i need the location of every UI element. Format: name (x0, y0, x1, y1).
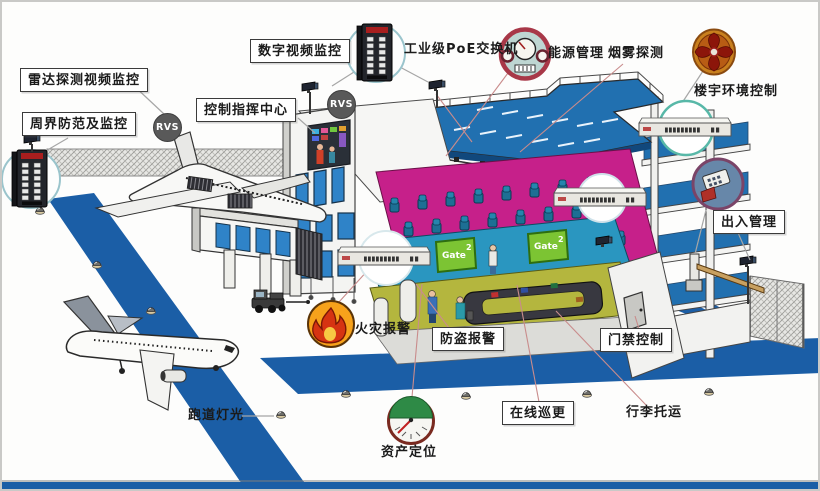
ceiling-sensor-drops (308, 274, 357, 304)
gate-sign-text: Gate (534, 242, 558, 252)
poe-switch-icon (2, 149, 61, 209)
pole-camera (428, 79, 446, 108)
control-room (307, 119, 351, 171)
asset-meter-icon (387, 396, 435, 445)
flame-icon (307, 300, 355, 348)
baggage-belt (463, 281, 604, 325)
label-perimeter-protection: 周界防范及监控 (22, 112, 137, 136)
label-control-command-center: 控制指挥中心 (196, 98, 297, 122)
gate-number-text: 2 (558, 235, 564, 244)
airplane-docked (94, 131, 327, 223)
poe-switch-icon (346, 23, 406, 83)
fan-icon (692, 28, 736, 76)
rvs-badge: RVS (153, 113, 182, 142)
label-baggage-check: 行李托运 (626, 405, 683, 420)
rvs-badge: RVS (327, 90, 356, 119)
controlled-door (623, 291, 647, 331)
label-online-patrol: 在线巡更 (502, 401, 575, 425)
label-fire-alarm: 火灾报警 (355, 322, 412, 337)
airplane-runway (62, 295, 240, 411)
gate-sign: Gate 2 (434, 236, 478, 274)
label-building-environment-control: 楼宇环境控制 (694, 84, 779, 99)
label-door-access-control: 门禁控制 (600, 328, 673, 352)
passenger-figure (455, 296, 474, 321)
label-smoke-detection: 烟雾探测 (608, 46, 665, 61)
pole-camera (301, 81, 319, 114)
rack-switch-icon (638, 99, 732, 157)
label-energy-management: 能源管理 (548, 46, 605, 61)
pole-camera (23, 133, 41, 152)
baggage-hall-floor (369, 261, 651, 365)
rack-switch-icon (553, 173, 647, 223)
jet-bridge-accordion (295, 227, 323, 281)
label-access-management: 出入管理 (713, 210, 786, 234)
ground-vehicle (251, 289, 310, 313)
gate-sign: Gate 2 (526, 228, 570, 265)
jet-bridge (191, 207, 323, 297)
label-asset-tracking: 资产定位 (381, 445, 438, 460)
label-digital-video-surveillance: 数字视频监控 (250, 39, 351, 63)
rack-switch-icon (337, 230, 431, 286)
label-burglar-alarm: 防盗报警 (432, 327, 505, 351)
label-runway-lighting: 跑道灯光 (188, 408, 245, 423)
label-radar-video-surveillance: 雷达探测视频监控 (20, 68, 149, 92)
energy-gauge-icon (498, 27, 552, 81)
pole-camera (739, 255, 757, 304)
deck-railing (429, 71, 664, 108)
bottom-apron-strip (2, 482, 818, 489)
gate-number-text: 2 (466, 243, 472, 252)
access-reader-icon (691, 157, 745, 211)
label-industrial-poe-switch: 工业级PoE交换机 (404, 42, 519, 57)
support-pillars (373, 279, 417, 337)
passenger-figure (488, 244, 498, 274)
gate-sign-text: Gate (442, 251, 466, 261)
